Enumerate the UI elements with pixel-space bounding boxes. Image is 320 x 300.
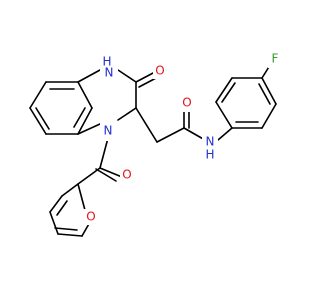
furoyl-carbonyl [77,137,123,185]
oxygen-label: O [182,96,191,110]
acetamide-chain [135,103,206,143]
molecule-diagram: H N O O N H F N O O [29,51,282,237]
label-nh-amide: N H [202,135,218,163]
fluorine-label: F [272,52,279,66]
oxygen-label: O [122,168,131,182]
nitrogen-label: N [104,124,113,138]
nitrogen-label: N [105,66,114,80]
nitrogen-label: N [206,135,215,149]
label-n-ring: N [100,123,116,141]
hydrogen-label: H [205,148,214,162]
benzene-ring [29,81,93,135]
label-nh-ring: H N [100,55,118,82]
label-f: F [268,52,282,68]
fluorophenyl-ring [215,61,277,129]
molecule-svg: H N O O N H F N O O [29,51,282,237]
hydrogen-label: H [102,55,111,69]
label-o-ring: O [153,63,167,79]
anilide-link [217,127,233,141]
label-o-carbonyl: O [120,167,134,183]
label-o-amide: O [180,96,194,112]
diazine-ring [77,69,137,135]
oxygen-label: O [155,64,164,78]
label-o-furan: O [84,209,98,225]
oxygen-label: O [86,210,95,224]
